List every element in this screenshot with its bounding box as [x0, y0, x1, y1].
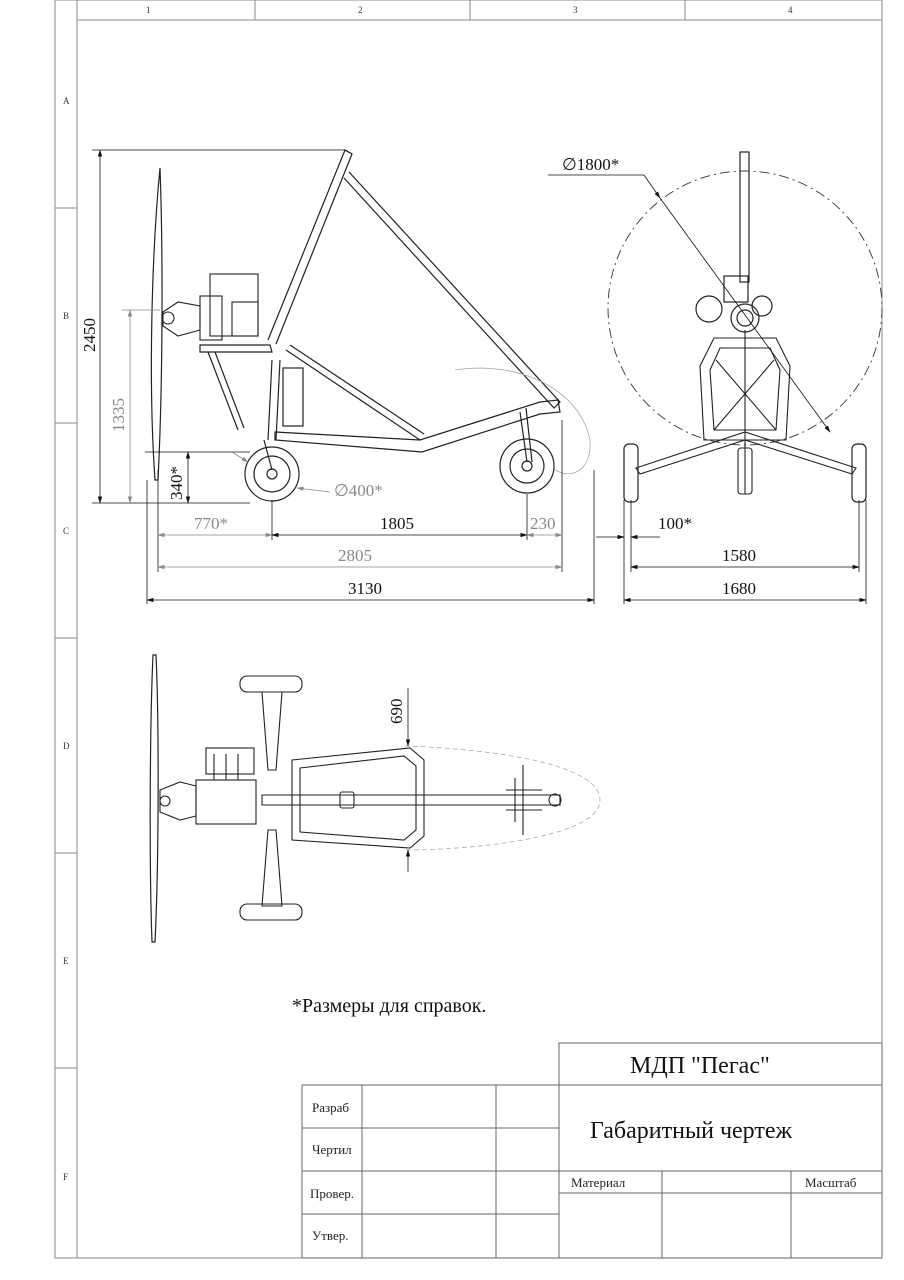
organization-name: МДП "Пегас" [630, 1053, 770, 1079]
engine-height-dim [122, 309, 160, 504]
propeller-diameter-leader [548, 174, 831, 433]
row-markers: A B C D E F [63, 96, 70, 1182]
main-wheel [244, 439, 300, 502]
dim-frame-length: 2805 [338, 546, 372, 565]
front-view: ∅1800* 100* 1580 1680 [548, 151, 883, 604]
front-right-wheel [851, 443, 867, 503]
row-marker: F [63, 1172, 68, 1182]
mast [267, 149, 561, 409]
column-markers: 1 2 3 4 [146, 5, 793, 15]
document-title: Габаритный чертеж [590, 1118, 792, 1144]
top-engine [159, 747, 257, 825]
front-horizontal-dims [596, 500, 867, 604]
seat-height-dim [145, 451, 250, 504]
dim-overall-width: 1680 [722, 579, 756, 598]
propeller-blade [150, 167, 163, 481]
dim-overall-length: 3130 [348, 579, 382, 598]
row-marker: A [63, 96, 70, 106]
dim-propeller-diameter: ∅1800* [562, 155, 619, 174]
top-cage-and-keel [261, 747, 562, 849]
front-left-wheel [623, 443, 639, 503]
column-marker: 1 [146, 5, 151, 15]
side-vertical-dims [92, 149, 345, 504]
keel-frame [199, 344, 561, 453]
dim-overall-height: 2450 [80, 318, 99, 352]
scale-label: Масштаб [805, 1175, 857, 1190]
material-label: Материал [571, 1175, 626, 1190]
front-cage [699, 330, 791, 441]
dim-seat-height: 340* [167, 466, 186, 500]
role-approver: Утвер. [312, 1228, 348, 1243]
front-mast [695, 151, 773, 333]
top-canopy-outline [404, 745, 601, 851]
top-wing-strut [239, 675, 303, 921]
dim-front-overhang: 770* [194, 514, 228, 533]
top-view: 690 [149, 654, 601, 943]
front-axle [635, 431, 857, 495]
dim-wheelbase: 1805 [380, 514, 414, 533]
dim-engine-height: 1335 [109, 398, 128, 432]
role-developer: Разраб [312, 1100, 349, 1115]
title-block [301, 1042, 883, 1259]
canopy-outline [454, 367, 591, 475]
row-marker: B [63, 311, 69, 321]
role-checker: Провер. [310, 1186, 354, 1201]
role-drafter: Чертил [312, 1142, 352, 1157]
side-view: 2450 1335 340* ∅400* [80, 149, 595, 604]
dim-track: 1580 [722, 546, 756, 565]
row-marker: E [63, 956, 69, 966]
column-marker: 3 [573, 5, 578, 15]
dim-wheel-diameter: ∅400* [334, 481, 383, 500]
row-marker: C [63, 526, 69, 536]
side-horizontal-dims [146, 420, 595, 604]
column-marker: 4 [788, 5, 793, 15]
top-propeller [149, 654, 159, 943]
dim-cage-width: 690 [387, 699, 406, 725]
dim-offset: 100* [658, 514, 692, 533]
engine [161, 273, 259, 341]
wheel-diameter-leader [231, 451, 331, 493]
column-marker: 2 [358, 5, 363, 15]
row-marker: D [63, 741, 70, 751]
reference-note: *Размеры для справок. [292, 995, 486, 1017]
nose-wheel [499, 407, 555, 494]
dim-rear-overhang: 230 [530, 514, 556, 533]
